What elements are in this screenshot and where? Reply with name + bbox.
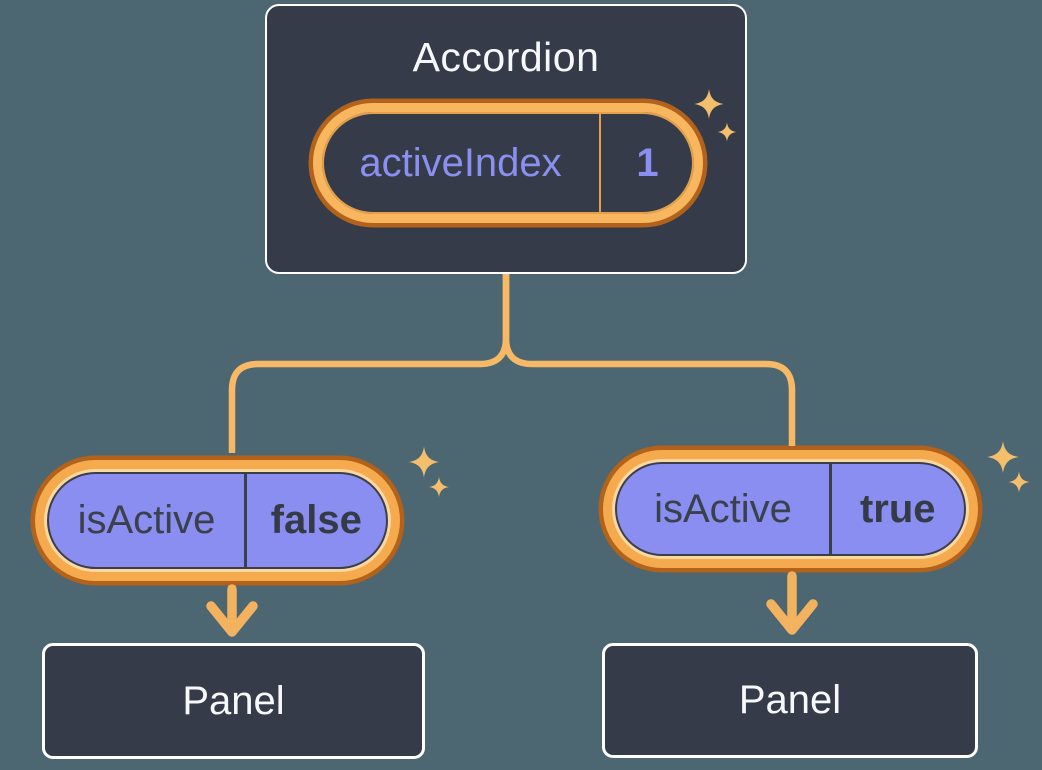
sparkle-icon: [987, 441, 1019, 473]
accordion-component-box: Accordion activeIndex 1: [265, 4, 747, 274]
panel-box-left: Panel: [42, 643, 425, 759]
prop-pill-name: isActive: [77, 498, 216, 542]
prop-pill-is-active-false: isActive false: [47, 472, 388, 569]
prop-pill-divider: [829, 464, 832, 554]
connector-left-branch: [228, 274, 510, 453]
state-pill-active-index: activeIndex 1: [313, 103, 703, 223]
sparkle-icon: [408, 446, 440, 478]
arrow-right-head: [766, 599, 818, 635]
prop-pill-name: isActive: [654, 486, 792, 531]
sparkle-icon: [1008, 471, 1030, 493]
prop-pill-value: true: [859, 486, 936, 531]
connector-right-branch: [502, 274, 796, 446]
sparkle-icon: [429, 477, 449, 497]
state-pill-value: 1: [636, 140, 659, 185]
prop-pill-divider: [244, 474, 247, 567]
panel-box-right: Panel: [602, 643, 978, 758]
state-pill-divider: [599, 112, 601, 214]
panel-label: Panel: [182, 678, 285, 723]
state-pill-name: activeIndex: [359, 140, 562, 185]
panel-label: Panel: [738, 678, 842, 722]
arrow-left-head: [206, 601, 258, 637]
prop-pill-value: false: [270, 498, 362, 542]
accordion-title: Accordion: [412, 34, 600, 80]
prop-pill-is-active-true: isActive true: [615, 462, 966, 556]
